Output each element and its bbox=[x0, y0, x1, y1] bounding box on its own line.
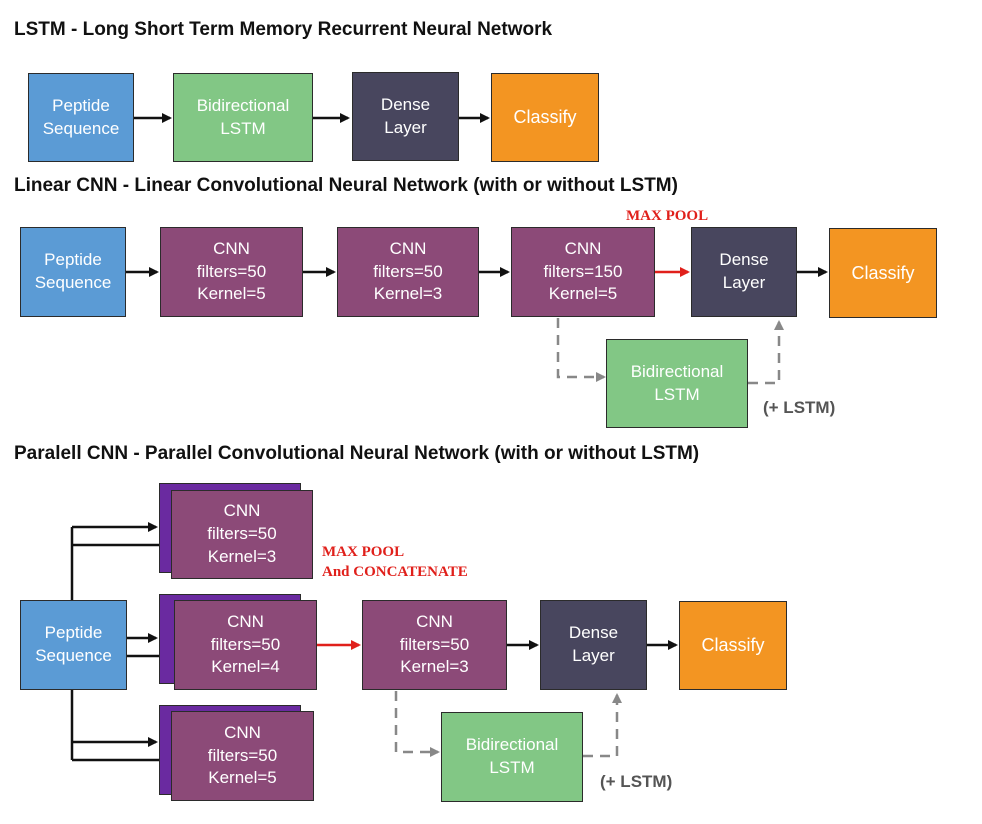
parallel-classify-box: Classify bbox=[679, 601, 787, 690]
box-label-line: CNN bbox=[564, 238, 602, 258]
parallel-cnn-c-box: CNN filters=50 Kernel=5 bbox=[171, 711, 314, 801]
linear-section-title: Linear CNN - Linear Convolutional Neural… bbox=[14, 175, 678, 196]
parallel-cnn-b-box: CNN filters=50 Kernel=4 bbox=[174, 600, 317, 690]
lstm-classify-box: Classify bbox=[491, 73, 599, 162]
box-label-line: CNN bbox=[223, 501, 261, 521]
box-label-line: filters=50 bbox=[207, 745, 278, 765]
linear-bidirectional-lstm-box: Bidirectional LSTM bbox=[606, 339, 748, 428]
box-label-line: Dense bbox=[719, 250, 769, 270]
linear-dense-layer-box: Dense Layer bbox=[691, 227, 797, 317]
linear-cnn1-box: CNN filters=50 Kernel=5 bbox=[160, 227, 303, 317]
lstm-bidirectional-lstm-box: Bidirectional LSTM bbox=[173, 73, 313, 162]
parallel-optional-lstm-path bbox=[394, 691, 622, 758]
linear-peptide-sequence-box: Peptide Sequence bbox=[20, 227, 126, 317]
box-label-line: filters=50 bbox=[207, 524, 277, 544]
box-label-line: Kernel=3 bbox=[207, 546, 277, 566]
lstm-dense-layer-box: Dense Layer bbox=[352, 72, 459, 161]
box-label-line: Classify bbox=[851, 262, 915, 283]
box-label-line: Bidirectional bbox=[630, 361, 724, 381]
box-label-line: Sequence bbox=[42, 118, 120, 138]
linear-optional-lstm-path bbox=[556, 318, 784, 385]
parallel-cnn-merge-box: CNN filters=50 Kernel=3 bbox=[362, 600, 507, 690]
dashed-bilstm-to-dense bbox=[748, 320, 784, 385]
box-label-line: Bidirectional bbox=[196, 95, 290, 115]
lstm-peptide-sequence-box: Peptide Sequence bbox=[28, 73, 134, 162]
box-label-line: Bidirectional bbox=[465, 735, 559, 755]
maxpool-label-line: And CONCATENATE bbox=[322, 563, 468, 580]
linear-cnn2-box: CNN filters=50 Kernel=3 bbox=[337, 227, 479, 317]
box-label-line: CNN bbox=[224, 722, 261, 742]
box-label-line: Kernel=5 bbox=[197, 284, 266, 304]
box-label-line: Sequence bbox=[35, 646, 112, 665]
parallel-plus-lstm-label: (+ LSTM) bbox=[600, 772, 673, 791]
box-label-line: LSTM bbox=[654, 384, 700, 404]
box-label-line: CNN bbox=[389, 238, 427, 258]
box-label-line: Peptide bbox=[44, 623, 103, 643]
dashed-merge-to-bilstm bbox=[394, 691, 440, 757]
box-label-line: Sequence bbox=[34, 273, 112, 292]
box-label-line: filters=50 bbox=[196, 261, 267, 281]
parallel-maxpool-concat-label: MAX POOL And CONCATENATE bbox=[322, 543, 468, 582]
box-label-line: Kernel=5 bbox=[208, 768, 277, 788]
box-label-line: Kernel=3 bbox=[400, 657, 469, 677]
dashed-cnn3-to-bilstm bbox=[556, 318, 606, 382]
box-label-line: Peptide bbox=[52, 95, 110, 115]
box-label-line: CNN bbox=[227, 611, 264, 631]
box-label-line: filters=50 bbox=[399, 634, 470, 654]
box-label-line: Layer bbox=[384, 117, 427, 137]
box-label-line: Kernel=5 bbox=[548, 284, 618, 304]
linear-plus-lstm-label: (+ LSTM) bbox=[763, 398, 836, 417]
box-label-line: Kernel=3 bbox=[373, 284, 443, 304]
box-label-line: LSTM bbox=[220, 118, 266, 138]
box-label-line: Peptide bbox=[44, 250, 102, 270]
linear-classify-box: Classify bbox=[829, 228, 937, 318]
box-label-line: Layer bbox=[572, 646, 615, 665]
parallel-fanout-arrows bbox=[70, 522, 678, 765]
box-label-line: CNN bbox=[416, 611, 453, 631]
linear-cnn3-box: CNN filters=150 Kernel=5 bbox=[511, 227, 655, 317]
box-label-line: Classify bbox=[701, 635, 765, 656]
dashed-bilstm-to-dense-2 bbox=[583, 693, 622, 758]
box-label-line: Dense bbox=[380, 94, 431, 114]
box-label-line: Classify bbox=[513, 107, 577, 128]
parallel-section-title: Paralell CNN - Parallel Convolutional Ne… bbox=[14, 443, 700, 464]
box-label-line: Kernel=4 bbox=[211, 657, 280, 677]
maxpool-label-line: MAX POOL bbox=[322, 544, 405, 560]
lstm-section-title: LSTM - Long Short Term Memory Recurrent … bbox=[14, 19, 553, 40]
parallel-peptide-sequence-box: Peptide Sequence bbox=[20, 600, 127, 690]
parallel-dense-layer-box: Dense Layer bbox=[540, 600, 647, 690]
parallel-cnn-a-box: CNN filters=50 Kernel=3 bbox=[171, 490, 313, 579]
linear-maxpool-label: MAX POOL bbox=[626, 208, 709, 224]
box-label-line: filters=50 bbox=[210, 634, 281, 654]
box-label-line: Dense bbox=[568, 623, 619, 643]
box-label-line: filters=50 bbox=[373, 261, 443, 281]
box-label-line: Layer bbox=[722, 273, 766, 292]
parallel-bidirectional-lstm-box: Bidirectional LSTM bbox=[441, 712, 583, 802]
box-label-line: CNN bbox=[213, 238, 250, 258]
box-label-line: filters=150 bbox=[543, 261, 623, 281]
box-label-line: LSTM bbox=[489, 758, 535, 777]
